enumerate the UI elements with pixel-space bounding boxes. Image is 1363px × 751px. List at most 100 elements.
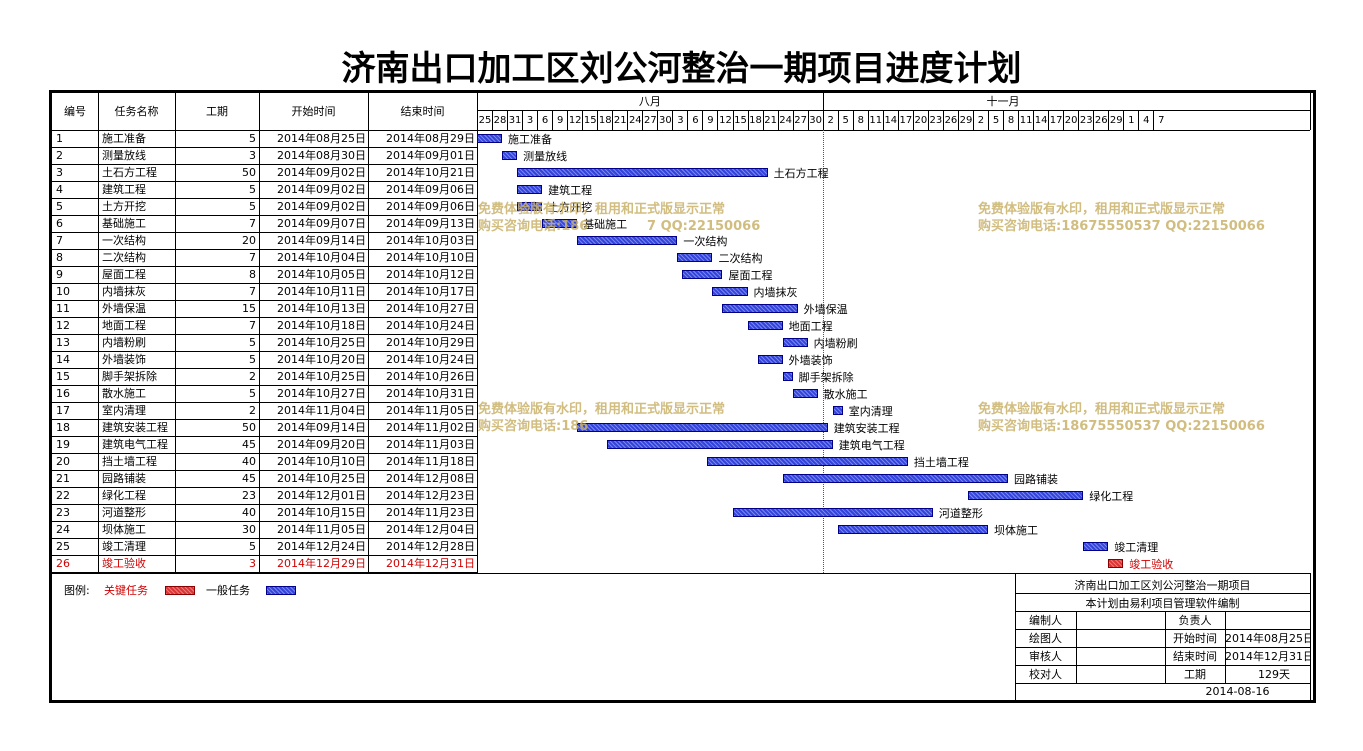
- row-line: [52, 470, 477, 471]
- task-no: 20: [56, 455, 70, 468]
- day-tick-label: 28: [493, 115, 507, 126]
- day-tick-label: 5: [992, 115, 1000, 126]
- row-line: [52, 402, 477, 403]
- info-cell: 审核人: [1029, 650, 1062, 663]
- info-col-line: [1225, 665, 1226, 683]
- day-tick-line: [822, 110, 824, 130]
- task-no: 3: [56, 166, 63, 179]
- task-start: 2014年10月25日: [277, 472, 366, 485]
- month-label: 八月: [638, 95, 661, 108]
- task-start: 2014年10月25日: [277, 336, 366, 349]
- info-col-line: [1076, 629, 1077, 647]
- day-tick-line: [1003, 110, 1005, 130]
- header-name: 任务名称: [114, 105, 159, 118]
- task-duration: 15: [242, 302, 256, 315]
- task-start: 2014年10月18日: [277, 319, 366, 332]
- task-no: 9: [56, 268, 63, 281]
- day-tick-label: 15: [734, 115, 747, 126]
- header-start: 开始时间: [291, 105, 336, 118]
- task-no: 22: [56, 489, 70, 502]
- gantt-bar-label: 外墙保温: [803, 303, 848, 316]
- gantt-bar: [832, 406, 843, 415]
- day-tick-label: 24: [779, 115, 792, 126]
- legend-label: 图例:: [64, 584, 90, 597]
- task-name: 绿化工程: [102, 489, 146, 502]
- info-col-line: [1225, 611, 1226, 629]
- task-start: 2014年12月29日: [277, 557, 366, 570]
- task-name: 内墙粉刷: [102, 336, 146, 349]
- task-duration: 50: [242, 421, 256, 434]
- task-no: 21: [56, 472, 70, 485]
- day-tick-line: [672, 110, 674, 130]
- day-tick-line: [912, 110, 914, 130]
- day-tick-label: 25: [478, 115, 492, 126]
- day-tick-label: 27: [794, 115, 807, 126]
- day-tick-label: 15: [583, 115, 597, 126]
- task-end: 2014年12月04日: [386, 523, 475, 536]
- task-name: 内墙抹灰: [102, 285, 146, 298]
- task-name: 二次结构: [102, 251, 146, 264]
- task-no: 12: [56, 319, 70, 332]
- gantt-bar-label: 内墙抹灰: [753, 286, 798, 299]
- row-line: [52, 521, 477, 522]
- task-start: 2014年10月10日: [277, 455, 366, 468]
- gantt-bar-label: 坝体施工: [994, 524, 1039, 537]
- task-end: 2014年10月26日: [386, 370, 475, 383]
- gantt-bar-label: 散水施工: [823, 388, 868, 401]
- header-duration: 工期: [206, 105, 228, 118]
- table-col-line: [175, 93, 176, 573]
- task-start: 2014年09月14日: [277, 234, 366, 247]
- day-tick-label: 26: [944, 115, 958, 126]
- watermark-text: 购买咨询电话:18675550537 QQ:22150066: [978, 219, 1265, 234]
- gantt-bar: [792, 389, 818, 398]
- task-start: 2014年09月20日: [277, 438, 366, 451]
- task-duration: 23: [242, 489, 256, 502]
- day-tick-line: [552, 110, 554, 130]
- gantt-bar: [517, 185, 543, 194]
- watermark-text: 免费体验版有水印，租用和正式版显示正常: [478, 402, 726, 417]
- task-start: 2014年09月02日: [277, 166, 366, 179]
- task-duration: 5: [249, 387, 256, 400]
- gantt-bar: [782, 338, 808, 347]
- gantt-bar: [517, 168, 768, 177]
- gantt-bar: [722, 304, 798, 313]
- day-tick-label: 27: [643, 115, 657, 126]
- task-name: 屋面工程: [102, 268, 146, 281]
- day-tick-line: [1063, 110, 1065, 130]
- task-name: 测量放线: [102, 149, 146, 162]
- day-tick-line: [972, 110, 974, 130]
- task-no: 26: [56, 557, 70, 570]
- gantt-bar-label: 竣工验收: [1129, 558, 1174, 571]
- task-end: 2014年09月06日: [386, 200, 475, 213]
- legend-critical-label: 关键任务: [104, 584, 148, 597]
- task-name: 竣工清理: [102, 540, 146, 553]
- task-start: 2014年10月04日: [277, 251, 366, 264]
- day-tick-line: [702, 110, 704, 130]
- gantt-bar-label: 内墙粉刷: [813, 337, 858, 350]
- row-line: [52, 300, 477, 301]
- info-col-line: [1225, 629, 1226, 647]
- task-name: 散水施工: [102, 387, 146, 400]
- day-tick-line: [1123, 110, 1125, 130]
- table-col-line: [98, 93, 99, 573]
- day-tick-label: 3: [677, 115, 684, 126]
- gantt-bar-label: 一次结构: [683, 235, 728, 248]
- task-start: 2014年12月24日: [277, 540, 366, 553]
- task-name: 建筑安装工程: [102, 421, 168, 434]
- day-tick-line: [582, 110, 584, 130]
- task-start: 2014年10月15日: [277, 506, 366, 519]
- day-tick-label: 26: [1094, 115, 1108, 126]
- task-end: 2014年10月10日: [386, 251, 475, 264]
- info-col-line: [1165, 665, 1166, 683]
- task-start: 2014年10月13日: [277, 302, 366, 315]
- task-no: 19: [56, 438, 70, 451]
- day-tick-label: 3: [526, 115, 534, 126]
- task-duration: 7: [249, 319, 256, 332]
- day-tick-label: 5: [842, 115, 849, 126]
- watermark-text: 7 QQ:22150066: [647, 219, 761, 234]
- task-duration: 5: [249, 200, 256, 213]
- header-no: 编号: [64, 105, 86, 118]
- task-end: 2014年09月06日: [386, 183, 475, 196]
- month-separator-dotted: [822, 130, 824, 573]
- task-end: 2014年10月24日: [386, 353, 475, 366]
